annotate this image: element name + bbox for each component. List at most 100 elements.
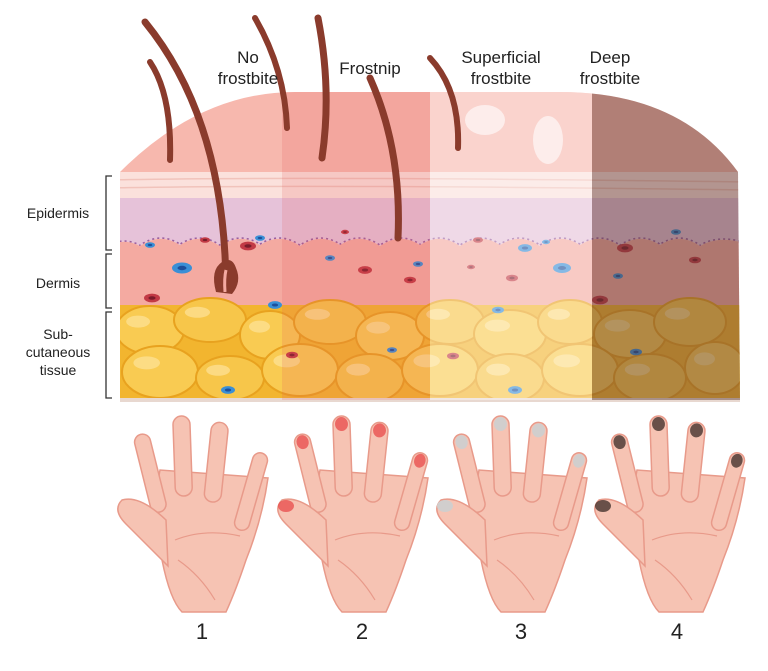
hand-stage-3 [436, 415, 588, 613]
vessel-lumen [475, 238, 481, 242]
fingertip-discoloration [455, 435, 468, 450]
finger [610, 433, 644, 513]
thumb-discoloration [595, 500, 611, 512]
hair-follicle-bulb [214, 260, 239, 294]
vessel-lumen [224, 388, 232, 392]
hand-stage-1 [117, 415, 269, 613]
fat-cell-highlight [126, 315, 150, 328]
thumb-discoloration [437, 500, 453, 512]
fat-cell-highlight [664, 307, 691, 320]
stage-1-title-line1: No [237, 48, 259, 67]
palm-crease [334, 532, 401, 541]
palm-crease [496, 559, 535, 601]
fingertip-discoloration [532, 423, 545, 438]
vessel-lumen [327, 256, 333, 260]
vessel-lumen [521, 246, 529, 250]
thumb [436, 498, 488, 568]
fat-cell-highlight [426, 308, 450, 320]
vessel-lumen [596, 298, 604, 302]
vessel-lumen [202, 238, 208, 242]
vessel-lumen [511, 388, 519, 392]
thumb [117, 498, 169, 568]
finger [332, 415, 353, 497]
fat-cell-highlight [624, 363, 651, 376]
vessel-lumen [289, 353, 295, 357]
fat-cell-highlight [206, 364, 231, 376]
label-subcutaneous-line3: tissue [39, 362, 77, 378]
vessel-lumen [343, 231, 347, 233]
finger [233, 452, 269, 532]
vessel-lumen [673, 230, 679, 234]
finger [680, 421, 706, 503]
finger [522, 421, 548, 503]
finger [452, 433, 486, 513]
stage-1-title-line2: frostbite [217, 69, 279, 88]
finger [203, 421, 229, 503]
fingertip-discoloration [690, 423, 703, 438]
vessel-lumen [450, 354, 456, 358]
finger [363, 421, 389, 503]
hairs [141, 14, 462, 292]
stage-3-number: 3 [514, 619, 528, 644]
vessel-lumen [509, 276, 515, 280]
fat-cell [121, 345, 199, 399]
stage-tint-deep [592, 92, 740, 400]
stage-tint-superficial [430, 92, 592, 400]
thumb [277, 498, 329, 568]
label-dermis: Dermis [35, 275, 81, 291]
stage-4-title-line1: Deep [589, 48, 631, 67]
palm-crease [337, 559, 376, 601]
vessel-lumen [557, 266, 567, 270]
fat-cell-highlight [184, 306, 210, 318]
stage-4-title: Deep frostbite [560, 47, 660, 89]
stage-4-number: 4 [670, 619, 684, 644]
fat-cell-highlight [133, 356, 160, 370]
fingertip-discoloration [613, 435, 626, 450]
palm-crease [651, 532, 718, 541]
fat-cell-highlight [694, 352, 715, 366]
stage-tint-frostnip [282, 92, 430, 400]
hand-stage-2 [277, 415, 429, 613]
stage-2-title-line2: Frostnip [339, 59, 401, 78]
fat-cell-highlight [413, 354, 441, 368]
fat-cell [173, 297, 247, 343]
finger [491, 415, 512, 497]
stage-2-number: 2 [355, 619, 369, 644]
fingertip-discoloration [731, 453, 743, 468]
vessel-lumen [244, 244, 252, 248]
fat-cell-highlight [249, 320, 270, 333]
vessel-lumen [389, 348, 395, 352]
vessel-lumen [361, 268, 369, 272]
palm-crease [177, 559, 216, 601]
fingertip-discoloration [296, 435, 309, 450]
stage-1-title: No frostbite [198, 47, 298, 89]
vessel-lumen [469, 266, 473, 268]
stage-3-title-line1: Superficial [461, 48, 541, 67]
finger [649, 415, 670, 497]
vessel-lumen [177, 265, 187, 271]
label-subcutaneous-line1: Sub- [43, 326, 73, 342]
fat-cell-highlight [366, 321, 390, 334]
vessel-lumen [271, 303, 279, 307]
fat-cell-highlight [304, 308, 330, 320]
vessel-lumen [407, 278, 413, 282]
fat-cell-highlight [486, 363, 510, 376]
fingertip-discoloration [652, 417, 665, 432]
finger [172, 415, 193, 497]
label-subcutaneous-tissue: Sub- cutaneous tissue [16, 325, 100, 379]
vessel-lumen [621, 246, 629, 250]
stage-4-title-line2: frostbite [579, 69, 641, 88]
fat-cell-highlight [604, 319, 631, 332]
vessel-lumen [544, 241, 548, 243]
fingertip-discoloration [414, 453, 426, 468]
palm-crease [654, 559, 693, 601]
fingertip-discoloration [373, 423, 386, 438]
vessel-lumen [495, 308, 501, 312]
finger [552, 452, 588, 532]
palm-crease [493, 532, 560, 541]
vessel-lumen [415, 262, 421, 266]
palm-crease [174, 532, 241, 541]
layer-brackets [105, 175, 112, 399]
